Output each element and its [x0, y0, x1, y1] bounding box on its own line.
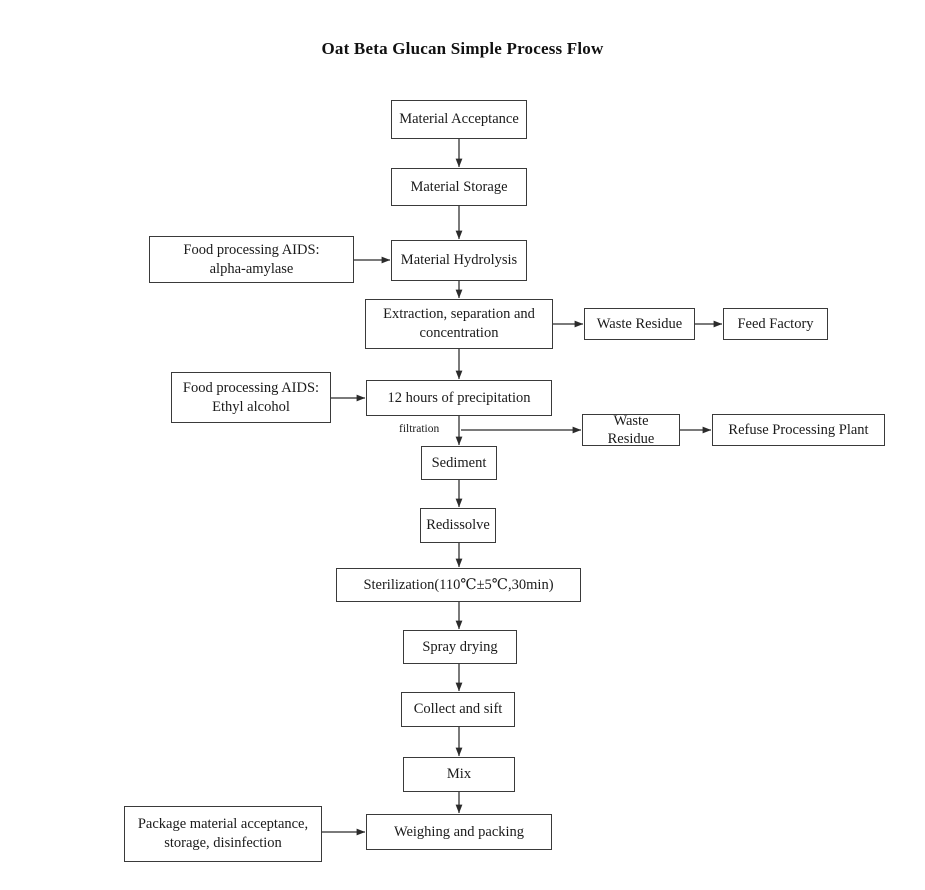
- node-food-processing-aids-ethyl-alcohol[interactable]: Food processing AIDS:Ethyl alcohol: [171, 372, 331, 423]
- node-feed-factory[interactable]: Feed Factory: [723, 308, 828, 340]
- node-collect-and-sift[interactable]: Collect and sift: [401, 692, 515, 727]
- node-material-acceptance[interactable]: Material Acceptance: [391, 100, 527, 139]
- node-waste-residue-1[interactable]: Waste Residue: [584, 308, 695, 340]
- node-12-hours-of-precipitation[interactable]: 12 hours of precipitation: [366, 380, 552, 416]
- node-sediment[interactable]: Sediment: [421, 446, 497, 480]
- node-food-processing-aids-alpha-amylase[interactable]: Food processing AIDS:alpha-amylase: [149, 236, 354, 283]
- node-refuse-processing-plant[interactable]: Refuse Processing Plant: [712, 414, 885, 446]
- node-redissolve[interactable]: Redissolve: [420, 508, 496, 543]
- node-material-storage[interactable]: Material Storage: [391, 168, 527, 206]
- node-spray-drying[interactable]: Spray drying: [403, 630, 517, 664]
- page-title: Oat Beta Glucan Simple Process Flow: [321, 39, 604, 58]
- node-waste-residue-2[interactable]: Waste Residue: [582, 413, 680, 447]
- node-sterilization[interactable]: Sterilization(110℃±5℃,30min): [336, 568, 581, 602]
- node-package-material-acceptance[interactable]: Package material acceptance,storage, dis…: [124, 806, 322, 862]
- node-weighing-and-packing[interactable]: Weighing and packing: [366, 814, 552, 850]
- node-mix[interactable]: Mix: [403, 757, 515, 792]
- node-material-hydrolysis[interactable]: Material Hydrolysis: [391, 240, 527, 281]
- edge-label-filtration: filtration: [399, 423, 440, 435]
